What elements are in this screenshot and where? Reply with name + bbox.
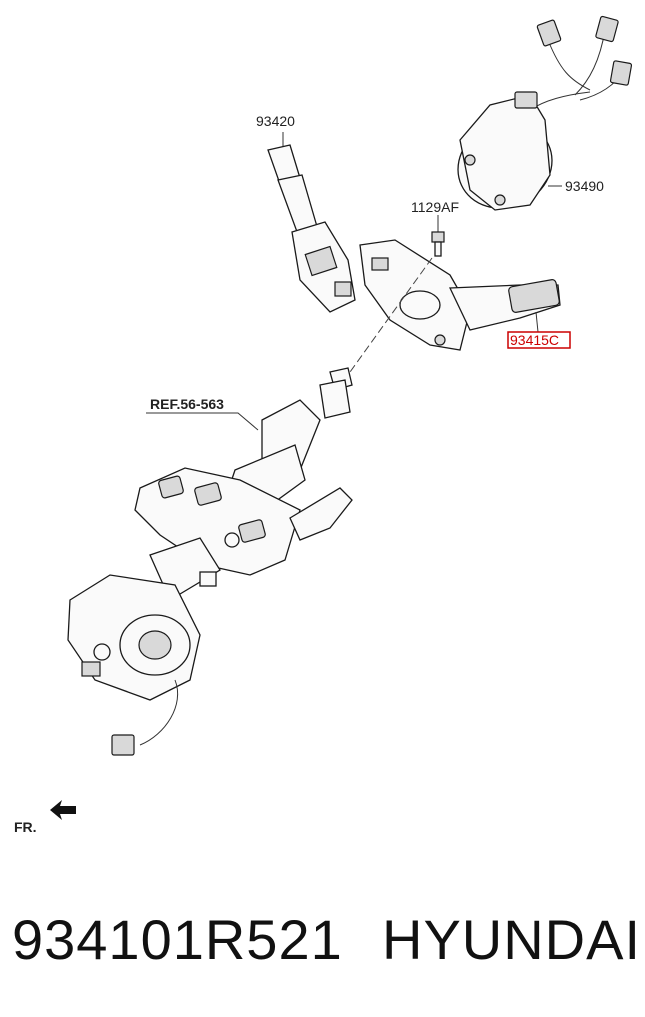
light-switch-assembly (267, 132, 356, 313)
front-label: FR. (14, 819, 37, 835)
connector-top-right (595, 15, 619, 43)
footer: 934101R521 HYUNDAI (0, 900, 645, 980)
connector-top-left (536, 19, 562, 47)
clock-spring-assembly (457, 15, 633, 211)
callout-93490: 93490 (565, 178, 604, 194)
part-number: 934101R521 (12, 908, 343, 971)
bolt (431, 215, 445, 257)
wiper-switch-assembly (359, 239, 561, 351)
column-connector (111, 734, 135, 756)
callout-93415c[interactable]: 93415C (510, 332, 559, 348)
highlight-box (507, 331, 571, 349)
callout-93420: 93420 (256, 113, 295, 129)
brand-name: HYUNDAI (382, 908, 642, 971)
connector-right (609, 60, 633, 86)
steering-column-assembly (67, 367, 353, 756)
callout-1129af: 1129AF (411, 199, 459, 215)
front-arrow-icon (50, 800, 76, 820)
exploded-parts-diagram: 93420 93490 1129AF 93415C REF.56-563 FR. (14, 15, 633, 835)
callout-ref-56-563: REF.56-563 (150, 396, 224, 412)
